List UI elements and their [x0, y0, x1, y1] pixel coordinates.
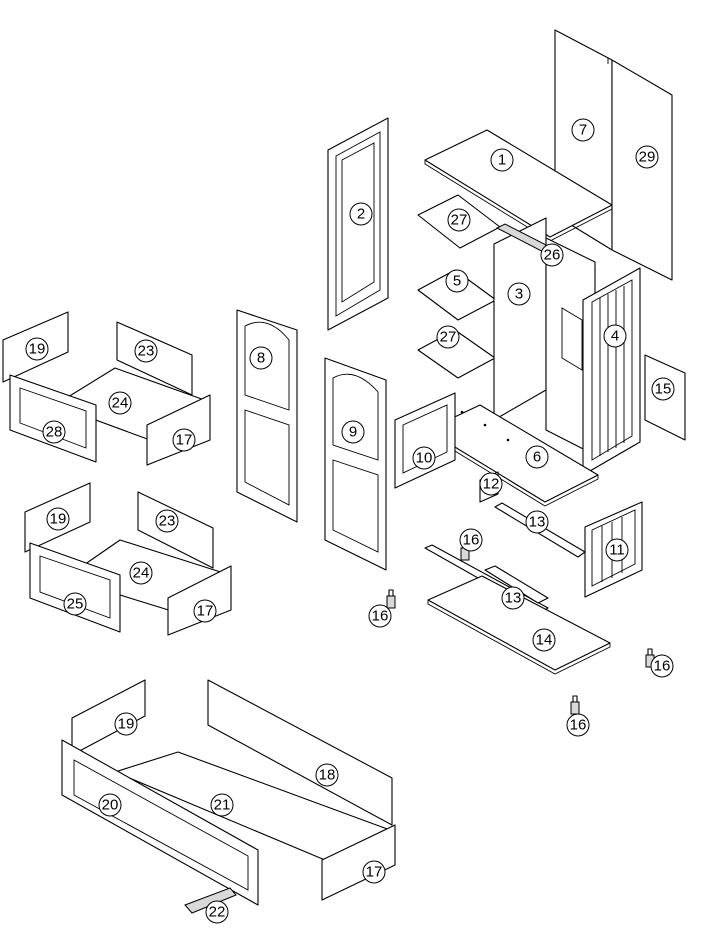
- callout-20: 20: [98, 793, 122, 817]
- svg-text:22: 22: [209, 904, 226, 921]
- lower-drawer: [61, 679, 396, 914]
- callout-19-middle: 19: [46, 507, 70, 531]
- svg-text:19: 19: [29, 341, 46, 358]
- svg-text:1: 1: [498, 152, 506, 169]
- svg-text:23: 23: [138, 343, 155, 360]
- svg-text:12: 12: [483, 476, 500, 493]
- svg-text:29: 29: [639, 149, 656, 166]
- svg-text:8: 8: [257, 350, 265, 367]
- callout-16-d: 16: [566, 713, 590, 737]
- callouts: 1 2 3 4 5 6 7 8 9 10 11 12 13 13 14 15 1…: [25, 118, 675, 924]
- svg-text:19: 19: [50, 511, 67, 528]
- callout-4: 4: [603, 324, 627, 348]
- callout-16-a: 16: [459, 528, 483, 552]
- callout-17-middle: 17: [193, 599, 217, 623]
- callout-24-middle: 24: [129, 561, 153, 585]
- svg-text:19: 19: [118, 716, 135, 733]
- svg-text:16: 16: [463, 532, 480, 549]
- svg-text:9: 9: [349, 424, 357, 441]
- door-4: [582, 267, 641, 476]
- callout-16-b: 16: [368, 604, 392, 628]
- door-9: [324, 357, 387, 571]
- foot-16-d: [570, 695, 580, 715]
- svg-text:3: 3: [515, 286, 523, 303]
- svg-text:14: 14: [536, 632, 553, 649]
- callout-7: 7: [571, 118, 595, 142]
- svg-text:17: 17: [197, 603, 214, 620]
- svg-text:11: 11: [609, 542, 625, 559]
- callout-25: 25: [63, 592, 87, 616]
- svg-text:4: 4: [611, 328, 619, 345]
- callout-27-upper: 27: [447, 208, 471, 232]
- callout-29: 29: [635, 145, 659, 169]
- svg-text:7: 7: [579, 122, 587, 139]
- callout-12: 12: [479, 472, 503, 496]
- callout-9: 9: [341, 420, 365, 444]
- svg-text:16: 16: [372, 608, 389, 625]
- callout-19-upper: 19: [25, 337, 49, 361]
- svg-text:25: 25: [67, 596, 84, 613]
- callout-11: 11: [605, 538, 629, 562]
- callout-1: 1: [490, 148, 514, 172]
- callout-8: 8: [249, 346, 273, 370]
- callout-3: 3: [507, 282, 531, 306]
- callout-23-middle: 23: [155, 509, 179, 533]
- svg-text:26: 26: [544, 247, 561, 264]
- callout-21: 21: [210, 793, 234, 817]
- callout-2: 2: [349, 202, 373, 226]
- callout-22: 22: [205, 900, 229, 924]
- callout-18: 18: [315, 763, 339, 787]
- callout-13-upper: 13: [525, 510, 549, 534]
- callout-23-upper: 23: [134, 339, 158, 363]
- svg-text:24: 24: [112, 395, 129, 412]
- svg-text:27: 27: [440, 329, 457, 346]
- callout-10: 10: [412, 446, 436, 470]
- svg-text:27: 27: [451, 212, 468, 229]
- svg-text:18: 18: [319, 767, 336, 784]
- callout-13-lower: 13: [501, 586, 525, 610]
- svg-text:5: 5: [453, 273, 461, 290]
- svg-text:23: 23: [159, 513, 176, 530]
- svg-text:20: 20: [102, 797, 119, 814]
- svg-text:15: 15: [655, 381, 672, 398]
- svg-text:24: 24: [133, 565, 150, 582]
- base-board-14: [427, 575, 611, 675]
- svg-text:17: 17: [366, 864, 383, 881]
- callout-5: 5: [445, 269, 469, 293]
- svg-text:16: 16: [654, 658, 671, 675]
- svg-text:10: 10: [416, 450, 433, 467]
- callout-27-lower: 27: [436, 325, 460, 349]
- svg-text:2: 2: [357, 206, 365, 223]
- runner-22: [184, 887, 237, 914]
- svg-text:13: 13: [529, 514, 546, 531]
- svg-text:6: 6: [533, 449, 541, 466]
- callout-19-lower: 19: [114, 712, 138, 736]
- callout-15: 15: [651, 377, 675, 401]
- callout-6: 6: [525, 445, 549, 469]
- svg-text:21: 21: [214, 797, 231, 814]
- callout-16-c: 16: [650, 654, 674, 678]
- frame-10: [394, 392, 456, 489]
- callout-28: 28: [42, 420, 66, 444]
- callout-14: 14: [532, 628, 556, 652]
- door-8: [236, 309, 298, 523]
- callout-24-upper: 24: [108, 391, 132, 415]
- foot-16-b: [386, 589, 396, 609]
- svg-text:17: 17: [176, 432, 193, 449]
- svg-text:13: 13: [505, 590, 522, 607]
- callout-17-upper: 17: [172, 428, 196, 452]
- upper-drawer: [2, 311, 211, 466]
- callout-26: 26: [540, 243, 564, 267]
- svg-text:16: 16: [570, 717, 587, 734]
- svg-text:28: 28: [46, 424, 63, 441]
- callout-17-lower: 17: [362, 860, 386, 884]
